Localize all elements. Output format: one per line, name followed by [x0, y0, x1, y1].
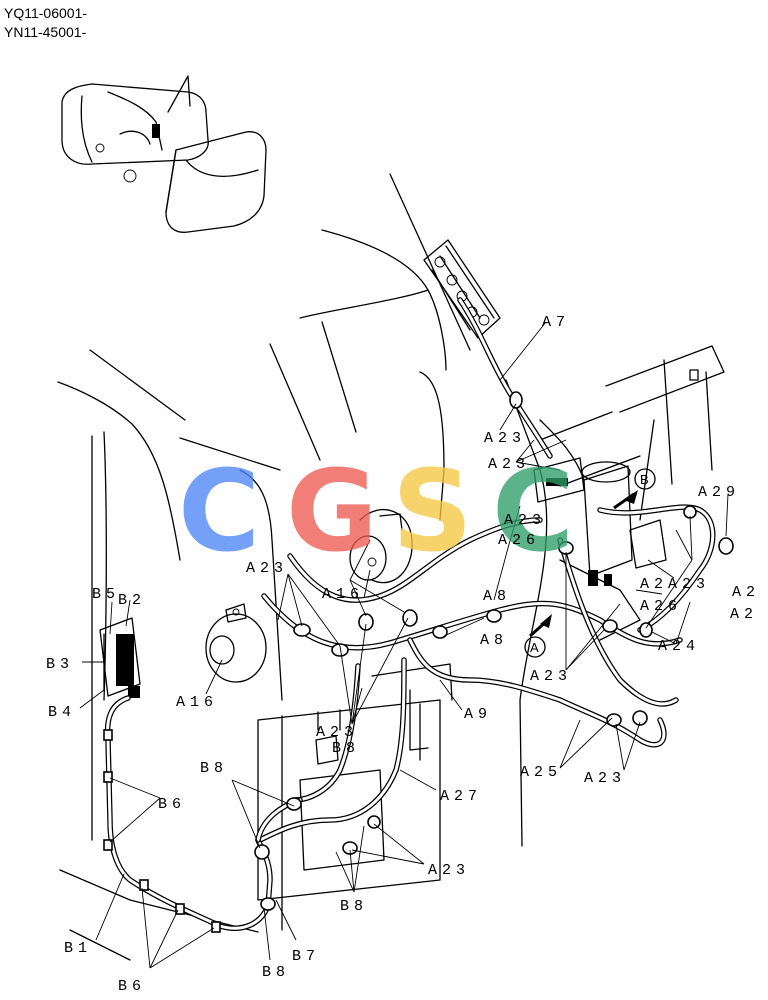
work-lamp-right	[349, 509, 413, 584]
label-a23: A23	[246, 560, 288, 577]
label-b8: B8	[332, 740, 360, 757]
label-a9: A9	[464, 706, 492, 723]
cab-frame	[57, 173, 725, 961]
label-a23: A23	[584, 770, 626, 787]
watermark-letter-2: G	[286, 447, 378, 577]
label-a25: A25	[520, 764, 562, 781]
label-a16: A16	[322, 586, 364, 603]
label-a23: A23	[316, 724, 358, 741]
label-b5: B5	[92, 586, 120, 603]
monitor-controller-b2	[99, 617, 141, 698]
label-a23: A23	[504, 512, 546, 529]
serial-number-block: YQ11-06001- YN11-45001-	[4, 4, 87, 42]
label-a7: A7	[542, 314, 570, 331]
label-a26: A26	[498, 532, 540, 549]
label-a16: A16	[176, 694, 218, 711]
watermark-logo: C G S C	[178, 447, 574, 577]
label-b3: B3	[46, 656, 74, 673]
detail-marker-b: B	[634, 468, 656, 490]
wire-harness-b-cab	[104, 695, 303, 931]
label-b4: B4	[48, 704, 76, 721]
serial-range-1: YQ11-06001-	[4, 5, 88, 21]
control-valve-assembly	[423, 239, 501, 339]
harness-clamps	[103, 391, 734, 933]
label-a2: A2	[640, 576, 668, 593]
callout-labels: A7 A23 A23 A23 A26 A8 A8 A23 A16 A16 A9 …	[46, 314, 760, 995]
label-b6: B6	[118, 978, 146, 995]
label-a29: A29	[698, 484, 740, 501]
label-b2: B2	[118, 592, 146, 609]
label-b8: B8	[200, 760, 228, 777]
label-a2: A2	[732, 584, 760, 601]
label-a8: A8	[480, 632, 508, 649]
label-b7: B7	[292, 948, 320, 965]
callout-label: A	[530, 640, 539, 655]
detail-arrows	[529, 490, 638, 638]
label-b6: B6	[158, 796, 186, 813]
watermark-letter-1: C	[178, 447, 260, 577]
label-a23: A23	[428, 862, 470, 879]
label-a8: A8	[483, 588, 511, 605]
callout-label: B	[640, 472, 649, 487]
label-b8: B8	[340, 898, 368, 915]
serial-range-2: YN11-45001-	[4, 24, 87, 40]
detail-marker-a: A	[524, 636, 546, 658]
label-a23: A23	[484, 430, 526, 447]
label-a27: A27	[440, 788, 482, 805]
label-a26: A26	[640, 598, 682, 615]
label-a23: A23	[530, 668, 572, 685]
label-a23: A23	[488, 456, 530, 473]
callout-leaders	[79, 321, 729, 969]
watermark-letter-4: C	[492, 447, 574, 577]
label-b1: B1	[64, 940, 92, 957]
label-a24: A24	[658, 638, 700, 655]
watermark-letter-3: S	[392, 447, 473, 577]
label-b8: B8	[262, 964, 290, 981]
label-a2: A2	[730, 606, 758, 623]
label-a23: A23	[668, 576, 710, 593]
work-lamp-left	[205, 603, 267, 683]
machine-overview-inset	[61, 75, 267, 233]
